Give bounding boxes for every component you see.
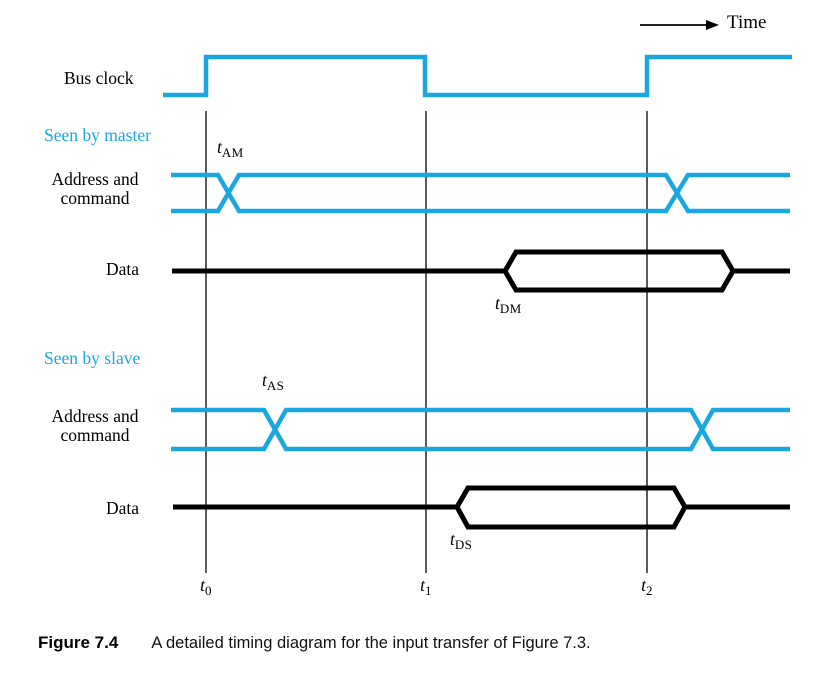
- slave-data-waveform: [173, 485, 790, 530]
- slave-address-waveform: [171, 407, 790, 452]
- t-dm-symbol: t: [495, 293, 500, 313]
- slave-address-label: Address and command: [39, 407, 151, 445]
- time-arrow: [640, 20, 719, 30]
- t0-subscript: 0: [205, 583, 212, 598]
- time-axis-label: Time: [727, 12, 767, 33]
- t-ds-label: tDS: [450, 529, 473, 552]
- master-address-label-line1: Address and: [51, 169, 139, 189]
- t2-subscript: 2: [646, 583, 653, 598]
- t-as-symbol: t: [262, 370, 267, 390]
- t2-label: t2: [627, 575, 667, 598]
- slave-data-valid-region: [454, 485, 688, 530]
- bus-clock-label: Bus clock: [64, 68, 134, 88]
- t1-subscript: 1: [425, 583, 432, 598]
- master-data-valid-region: [502, 249, 736, 293]
- slave-data-label: Data: [106, 498, 140, 518]
- master-address-waveform: [171, 172, 790, 214]
- figure-caption-text: A detailed timing diagram for the input …: [151, 634, 591, 652]
- master-data-waveform: [172, 249, 790, 293]
- figure-caption: Figure 7.4 A detailed timing diagram for …: [38, 633, 591, 653]
- t-dm-subscript: DM: [499, 301, 522, 316]
- t-as-label: tAS: [262, 370, 285, 393]
- t-am-subscript: AM: [221, 145, 244, 160]
- t-am-symbol: t: [217, 137, 222, 157]
- t-ds-subscript: DS: [454, 537, 473, 552]
- seen-by-master-label: Seen by master: [44, 125, 151, 145]
- t0-symbol: t: [200, 575, 206, 595]
- master-address-label: Address and command: [39, 170, 151, 208]
- master-data-label: Data: [106, 259, 140, 279]
- t-am-label: tAM: [217, 137, 244, 160]
- t0-label: t0: [186, 575, 226, 598]
- t-ds-symbol: t: [450, 529, 455, 549]
- t2-symbol: t: [641, 575, 647, 595]
- seen-by-slave-label: Seen by slave: [44, 348, 141, 368]
- bus-clock-waveform: [163, 54, 792, 98]
- t1-symbol: t: [420, 575, 426, 595]
- t-dm-label: tDM: [495, 293, 522, 316]
- t1-label: t1: [406, 575, 446, 598]
- figure-number: Figure 7.4: [38, 633, 119, 652]
- slave-address-label-line2: command: [60, 425, 130, 445]
- t-as-subscript: AS: [266, 378, 285, 393]
- slave-address-label-line1: Address and: [51, 406, 139, 426]
- master-address-label-line2: command: [60, 188, 130, 208]
